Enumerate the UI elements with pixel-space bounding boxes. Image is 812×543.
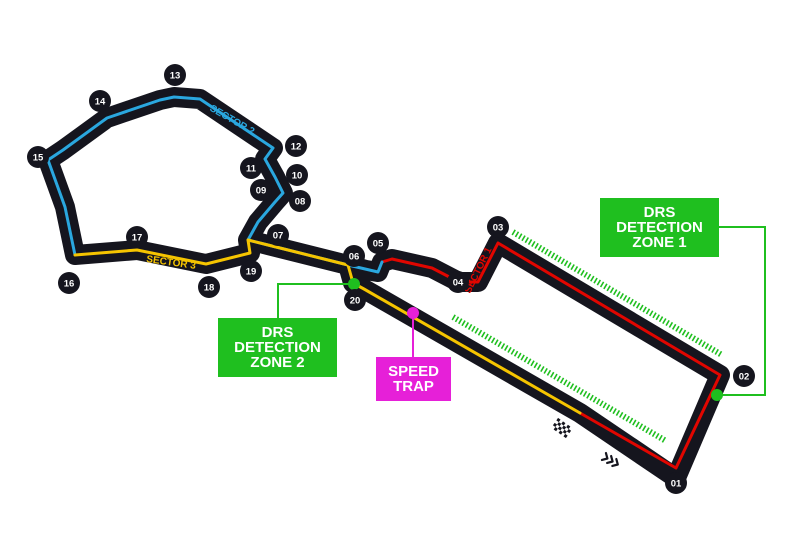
turn-marker-badge: [240, 260, 262, 282]
drs-zone-2-connector: [277, 283, 354, 318]
turn-marker-badge: [27, 146, 49, 168]
turn-marker-20: 20: [344, 289, 366, 311]
turn-marker-15: 15: [27, 146, 49, 168]
turn-marker-10: 10: [286, 164, 308, 186]
turn-number: 05: [373, 238, 384, 249]
turn-marker-02: 02: [733, 365, 755, 387]
turn-marker-badge: [289, 190, 311, 212]
turn-marker-badge: [164, 64, 186, 86]
turn-number: 03: [493, 222, 504, 233]
drs-zone-1-line-1: DRS: [644, 204, 676, 221]
turn-marker-badge: [487, 216, 509, 238]
drs-detection-point-1: [711, 389, 723, 401]
turn-marker-14: 14: [89, 90, 111, 112]
race-direction-chevrons-icon: [600, 451, 619, 468]
turn-number: 12: [291, 141, 302, 152]
drs-detection-point-2: [348, 278, 360, 290]
turn-marker-badge: [344, 289, 366, 311]
turn-marker-badge: [733, 365, 755, 387]
sector-1-line: [380, 241, 722, 470]
turn-marker-11: 11: [240, 157, 262, 179]
turn-number: 17: [132, 232, 143, 243]
turn-number: 19: [246, 266, 257, 277]
turn-marker-07: 07: [267, 224, 289, 246]
turn-number: 20: [350, 295, 361, 306]
turn-marker-badge: [126, 226, 148, 248]
drs-zone-1-line: [511, 229, 724, 358]
turn-number: 13: [170, 70, 181, 81]
turn-marker-08: 08: [289, 190, 311, 212]
turn-number: 01: [671, 478, 682, 489]
drs-zone-2-line-2: DETECTION: [234, 339, 321, 356]
turn-marker-17: 17: [126, 226, 148, 248]
turn-number: 15: [33, 152, 44, 163]
turn-marker-01: 01: [665, 472, 687, 494]
turn-number: 16: [64, 278, 75, 289]
turn-marker-badge: [447, 271, 469, 293]
turn-marker-badge: [267, 224, 289, 246]
turn-marker-18: 18: [198, 276, 220, 298]
turn-marker-badge: [250, 179, 272, 201]
turn-marker-19: 19: [240, 260, 262, 282]
drs-zone-2-line-1: DRS: [262, 324, 294, 341]
turn-marker-badge: [665, 472, 687, 494]
turn-marker-13: 13: [164, 64, 186, 86]
turn-marker-badge: [240, 157, 262, 179]
turn-number: 18: [204, 282, 215, 293]
turn-marker-badge: [89, 90, 111, 112]
turn-marker-badge: [58, 272, 80, 294]
turn-markers: 01 02 03 04 05 06 07 08 09 10 11 12 13 14 15 16 17 18 19 20: [27, 64, 755, 494]
drs-zone-1-box: [600, 198, 719, 257]
turn-marker-badge: [367, 232, 389, 254]
turn-marker-06: 06: [343, 245, 365, 267]
track-outline: [38, 87, 730, 488]
turn-marker-badge: [286, 164, 308, 186]
turn-marker-05: 05: [367, 232, 389, 254]
turn-number: 08: [295, 196, 306, 207]
speed-trap-line-1: SPEED: [388, 363, 439, 380]
speed-trap-point: [407, 307, 419, 319]
drs-zone-1-connector: [717, 226, 766, 396]
drs-zone-2-box: [218, 318, 337, 377]
turn-number: 02: [739, 371, 750, 382]
speed-trap-line-2: TRAP: [393, 378, 434, 395]
turn-number: 07: [273, 230, 284, 241]
turn-marker-12: 12: [285, 135, 307, 157]
drs-zone-2-line-3: ZONE 2: [250, 354, 304, 371]
checkered-flag-icon: [551, 417, 573, 439]
turn-number: 06: [349, 251, 360, 262]
turn-number: 14: [95, 96, 106, 107]
turn-number: 11: [246, 163, 257, 174]
turn-number: 04: [453, 277, 464, 288]
turn-number: 10: [292, 170, 303, 181]
turn-marker-badge: [343, 245, 365, 267]
turn-marker-09: 09: [250, 179, 272, 201]
drs-zone-2-line: [451, 314, 668, 444]
drs-zone-1-line-3: ZONE 1: [632, 234, 686, 251]
drs-zone-1-line-2: DETECTION: [616, 219, 703, 236]
turn-marker-04: 04: [447, 271, 469, 293]
turn-marker-16: 16: [58, 272, 80, 294]
turn-marker-badge: [198, 276, 220, 298]
turn-number: 09: [256, 185, 267, 196]
turn-marker-badge: [285, 135, 307, 157]
speed-trap-box: [376, 357, 451, 401]
turn-marker-03: 03: [487, 216, 509, 238]
